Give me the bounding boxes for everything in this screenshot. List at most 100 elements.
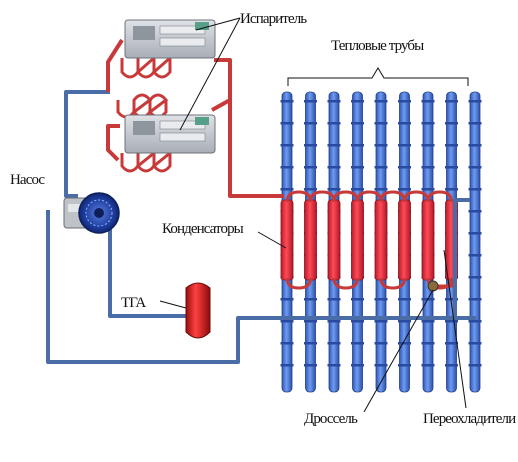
heat-pipe-rib	[374, 122, 388, 125]
heat-pipe-rib	[468, 298, 482, 301]
heat-pipe-rib	[327, 166, 341, 169]
heat-pipe-rib	[374, 320, 388, 323]
heat-pipe-rib	[398, 342, 411, 345]
heat-pipe-rib	[304, 144, 317, 147]
evaporator-coil-bottom	[120, 146, 173, 173]
heat-pipe-rib	[445, 166, 458, 169]
heat-pipe-rib	[468, 188, 482, 191]
heat-pipe-rib	[398, 166, 411, 169]
condenser-link	[309, 190, 336, 203]
heat-pipe-rib	[468, 232, 482, 235]
heat-pipe-rib	[398, 100, 411, 103]
condenser-tube	[327, 199, 341, 281]
heat-pipe-rib	[468, 276, 482, 279]
heat-pipe-rib	[327, 144, 341, 147]
heat-pipe-rib	[374, 100, 388, 103]
condenser-bend	[332, 190, 359, 203]
heat-pipe-rib	[280, 320, 294, 323]
heat-pipe-rib	[445, 298, 458, 301]
heat-pipe-rib	[280, 298, 294, 301]
heat-pipe-rib	[468, 122, 482, 125]
heat-pipe-rib	[445, 188, 458, 191]
heat-pipe-rib	[468, 100, 482, 103]
condensers-group	[280, 190, 458, 290]
throttle-valve	[427, 280, 439, 292]
tga-tank	[185, 282, 211, 339]
condenser-tube	[374, 199, 388, 281]
heat-pipe-rib	[304, 122, 317, 125]
condenser-link	[356, 190, 383, 203]
heat-pipe-rib	[351, 320, 364, 323]
heat-pipe-rib	[468, 166, 482, 169]
hot-pipe-to-condensers	[228, 100, 284, 198]
heat-pipe-rib	[421, 122, 435, 125]
condenser-tube	[304, 199, 317, 281]
heat-pipe-rib	[351, 100, 364, 103]
heat-pipe-rib	[398, 144, 411, 147]
condenser-outlet	[433, 278, 453, 288]
heat-pipe-rib	[327, 320, 341, 323]
heat-pipe	[469, 91, 481, 393]
condenser-link	[403, 190, 430, 203]
label-pump: Насос	[10, 172, 45, 188]
heat-pipe-rib	[280, 166, 294, 169]
heat-pipe-rib	[304, 166, 317, 169]
heat-pipe-rib	[374, 342, 388, 345]
heat-pipe-rib	[327, 188, 341, 191]
heat-pipe-rib	[374, 364, 388, 367]
label-subcooler: Переохладители	[423, 411, 516, 427]
heat-pipe-rib	[421, 188, 435, 191]
condenser-tube	[280, 199, 294, 281]
heat-pipe-rib	[327, 122, 341, 125]
heat-pipe-rib	[398, 188, 411, 191]
heat-pipe-rib	[280, 342, 294, 345]
heat-pipe-rib	[421, 342, 435, 345]
heat-pipe-rib	[304, 188, 317, 191]
heat-pipe-rib	[351, 122, 364, 125]
heat-pipe-rib	[421, 320, 435, 323]
heat-pipe-rib	[374, 188, 388, 191]
heat-pipe-rib	[327, 100, 341, 103]
heat-pipe-rib	[468, 210, 482, 213]
heat-pipe-rib	[374, 166, 388, 169]
condenser-bend	[285, 277, 312, 290]
heat-pipe-rib	[468, 364, 482, 367]
heat-pipe-rib	[398, 320, 411, 323]
condenser-bend	[332, 277, 359, 290]
heat-pipe-rib	[280, 144, 294, 147]
heat-pipe-rib	[421, 166, 435, 169]
condenser-bend	[426, 190, 453, 203]
cold-loop-piping	[46, 90, 476, 364]
evaporator-coil-mid	[116, 93, 169, 119]
heat-pipes-bracket	[287, 67, 469, 86]
cold-pipe-bottom-loop	[46, 210, 476, 364]
heat-pipe-rib	[468, 342, 482, 345]
heat-pipe-rib	[280, 100, 294, 103]
heat-pipe-rib	[280, 122, 294, 125]
heat-pipe-rib	[374, 144, 388, 147]
heat-pipe-rib	[421, 364, 435, 367]
heat-pipe-rib	[445, 320, 458, 323]
heat-pipe-rib	[351, 364, 364, 367]
condenser-tube	[421, 199, 435, 281]
heat-pipe-rib	[468, 320, 482, 323]
condenser-bend	[379, 190, 406, 203]
heat-pipe-rib	[421, 144, 435, 147]
condenser-bend	[285, 190, 312, 203]
condenser-tube	[351, 199, 364, 281]
heat-pipe-rib	[445, 100, 458, 103]
heat-pipe-rib	[351, 144, 364, 147]
heat-pipe-rib	[421, 100, 435, 103]
heat-pipe-rib	[280, 188, 294, 191]
leader-lines	[159, 17, 467, 413]
heat-pipe-rib	[468, 254, 482, 257]
hot-loop-piping	[106, 38, 284, 198]
heat-pipe-rib	[445, 144, 458, 147]
label-throttle: Дроссель	[304, 411, 358, 427]
evaporator-coil-top	[120, 51, 173, 79]
label-heat-pipes: Тепловые трубы	[331, 38, 424, 54]
pump	[63, 192, 120, 234]
heat-pipe-rib	[351, 188, 364, 191]
heat-pipe-rib	[304, 364, 317, 367]
heat-pipe-rib	[304, 100, 317, 103]
